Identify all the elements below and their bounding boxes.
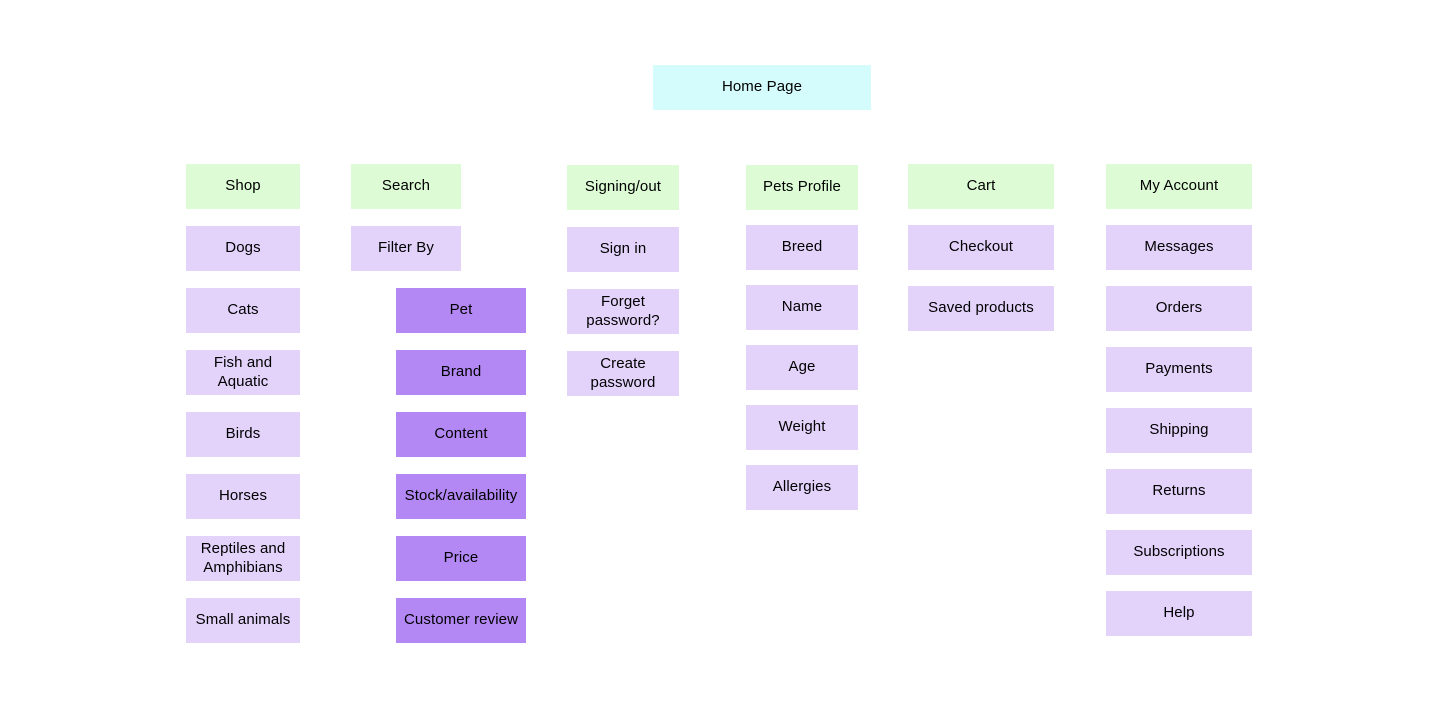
node-horses[interactable]: Horses	[186, 474, 300, 519]
node-age[interactable]: Age	[746, 345, 858, 390]
node-saved-products[interactable]: Saved products	[908, 286, 1054, 331]
node-subscriptions[interactable]: Subscriptions	[1106, 530, 1252, 575]
node-payments[interactable]: Payments	[1106, 347, 1252, 392]
node-fish-and-aquatic[interactable]: Fish and Aquatic	[186, 350, 300, 395]
section-header-pets-profile[interactable]: Pets Profile	[746, 165, 858, 210]
node-allergies[interactable]: Allergies	[746, 465, 858, 510]
section-header-search[interactable]: Search	[351, 164, 461, 209]
section-header-cart[interactable]: Cart	[908, 164, 1054, 209]
node-breed[interactable]: Breed	[746, 225, 858, 270]
node-filter-by[interactable]: Filter By	[351, 226, 461, 271]
section-header-signing-out[interactable]: Signing/out	[567, 165, 679, 210]
node-name[interactable]: Name	[746, 285, 858, 330]
node-dogs[interactable]: Dogs	[186, 226, 300, 271]
node-customer-review[interactable]: Customer review	[396, 598, 526, 643]
section-header-shop[interactable]: Shop	[186, 164, 300, 209]
node-create-password[interactable]: Create password	[567, 351, 679, 396]
node-price[interactable]: Price	[396, 536, 526, 581]
node-weight[interactable]: Weight	[746, 405, 858, 450]
node-cats[interactable]: Cats	[186, 288, 300, 333]
node-reptiles-and-amphibians[interactable]: Reptiles and Amphibians	[186, 536, 300, 581]
node-forget-password[interactable]: Forget password?	[567, 289, 679, 334]
node-sign-in[interactable]: Sign in	[567, 227, 679, 272]
node-messages[interactable]: Messages	[1106, 225, 1252, 270]
node-brand[interactable]: Brand	[396, 350, 526, 395]
node-home-page[interactable]: Home Page	[653, 65, 871, 110]
node-checkout[interactable]: Checkout	[908, 225, 1054, 270]
node-pet[interactable]: Pet	[396, 288, 526, 333]
node-orders[interactable]: Orders	[1106, 286, 1252, 331]
node-small-animals[interactable]: Small animals	[186, 598, 300, 643]
node-birds[interactable]: Birds	[186, 412, 300, 457]
node-returns[interactable]: Returns	[1106, 469, 1252, 514]
node-help[interactable]: Help	[1106, 591, 1252, 636]
section-header-my-account[interactable]: My Account	[1106, 164, 1252, 209]
node-shipping[interactable]: Shipping	[1106, 408, 1252, 453]
node-stock-availability[interactable]: Stock/availability	[396, 474, 526, 519]
node-content[interactable]: Content	[396, 412, 526, 457]
